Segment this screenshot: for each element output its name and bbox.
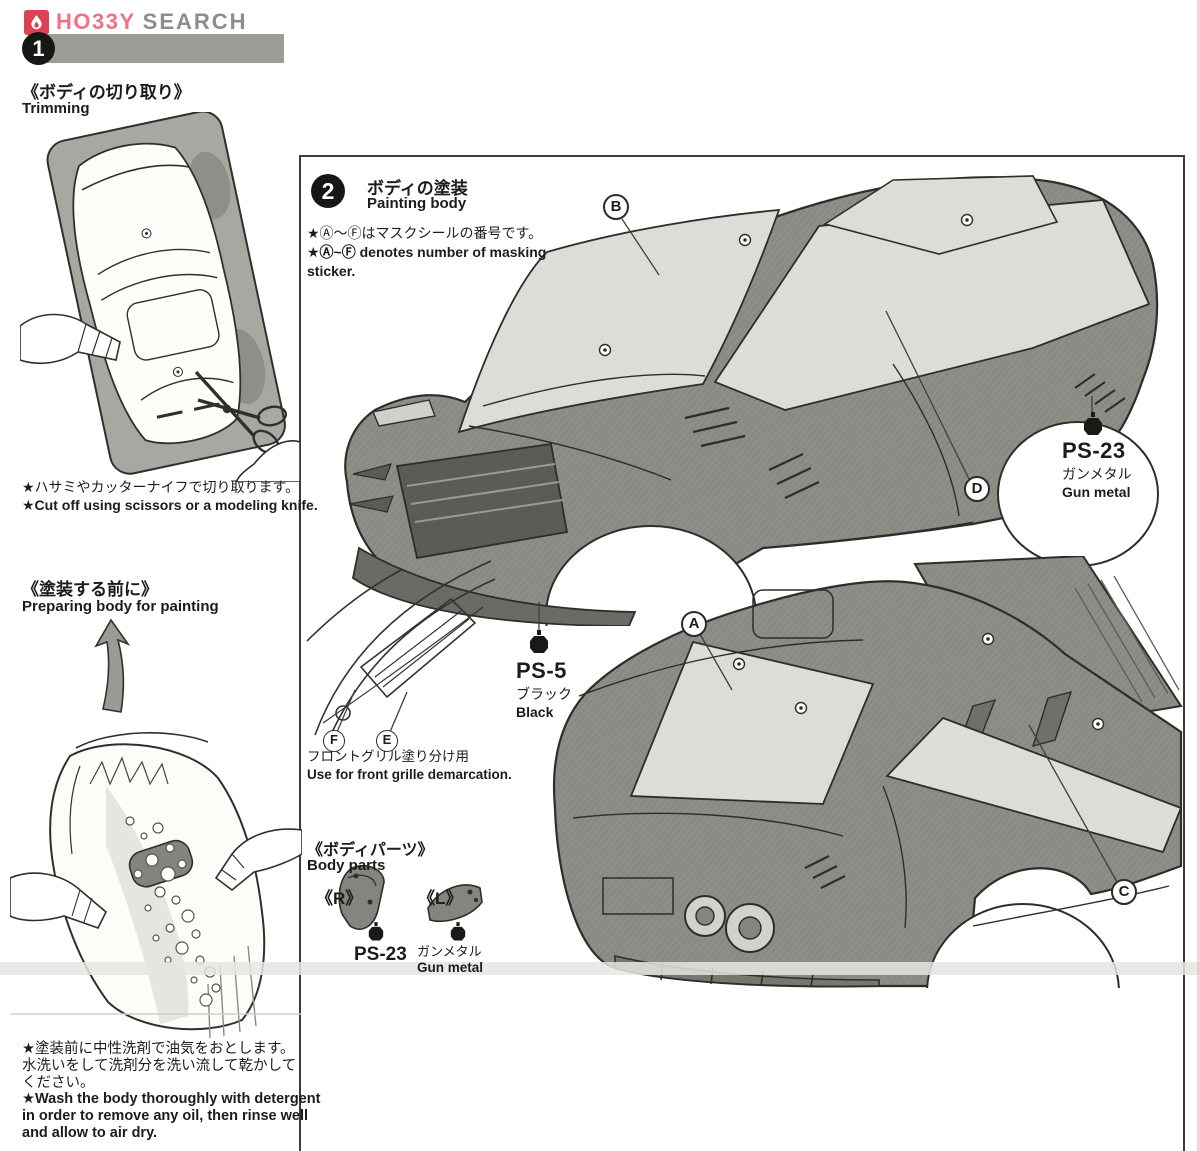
windshield-mask-b xyxy=(457,208,781,434)
paint-name-en: Gun metal xyxy=(1062,484,1131,500)
prep-note: ★塗装前に中性洗剤で油気をおとします。 水洗いをして洗剤分を洗い流して乾かして … xyxy=(22,1041,320,1142)
marker-b: B xyxy=(603,194,629,220)
paint-code: PS-23 xyxy=(1062,438,1126,463)
prep-title-jp: 《塗装する前に》 xyxy=(22,580,158,599)
prep-note-en3: and allow to air dry. xyxy=(22,1124,158,1141)
side-window-mask-d xyxy=(713,199,1151,411)
paint-name-jp: ブラック xyxy=(516,686,572,702)
paint-name-parts: ガンメタル Gun metal xyxy=(417,941,483,975)
brand-hobby: HO33Y xyxy=(56,9,136,34)
label-right: 《R》 xyxy=(316,889,363,908)
mirror-part-right xyxy=(338,865,385,930)
spray-can-icon xyxy=(530,630,548,653)
deck-lines xyxy=(572,639,864,837)
water-arrow xyxy=(94,618,131,713)
step1-header-bar xyxy=(30,34,284,63)
step2-title-jp: ボディの塗装 xyxy=(367,179,468,198)
taillight-right xyxy=(725,903,775,953)
marker-e: E xyxy=(376,730,398,752)
step1-note-jp: ★ハサミやカッターナイフで切り取ります。 xyxy=(22,479,300,495)
washing-illustration xyxy=(10,618,302,1039)
step1-title-jp: 《ボディの切り取り》 xyxy=(22,83,191,102)
masking-note-en1: ★Ⓐ~Ⓕ denotes number of masking xyxy=(307,244,547,260)
backing-sheet xyxy=(46,112,286,475)
step2-number-badge: 2 xyxy=(311,174,345,208)
scan-edge-strip xyxy=(1197,0,1200,1151)
scan-stripe xyxy=(0,962,1200,975)
rear-window-mask-a xyxy=(629,640,875,805)
plate-recess xyxy=(602,877,674,915)
headlight xyxy=(372,399,436,427)
masking-note-jp: ★Ⓐ～Ⓕはマスクシールの番号です。 xyxy=(307,225,543,241)
paint-name-en: Gun metal xyxy=(417,960,484,975)
paint-name-en: Black xyxy=(516,704,554,720)
side-window-mask-c xyxy=(885,716,1183,854)
front-splitter xyxy=(352,546,637,626)
prep-note-jp2: 水洗いをして洗剤分を洗い流して乾かして xyxy=(22,1057,297,1074)
paint-name-jp: ガンメタル xyxy=(417,944,482,959)
hood-creases xyxy=(468,373,706,481)
mirror-part-left xyxy=(427,884,483,922)
taillight-left xyxy=(684,895,726,937)
brand-search: SEARCH xyxy=(142,9,248,34)
door-lines xyxy=(762,363,974,549)
step2-panel xyxy=(299,155,1185,1151)
spray-can-icon xyxy=(1084,412,1102,435)
grille-note-jp: フロントグリル塗り分け用 xyxy=(307,749,469,764)
grille-inset-illustration xyxy=(306,560,496,740)
car-rear-bottom-illustration xyxy=(552,556,1183,988)
roof-hatch xyxy=(752,589,834,639)
prep-note-en2: in order to remove any oil, then rinse w… xyxy=(22,1108,309,1125)
left-hand xyxy=(10,872,107,929)
body-pins xyxy=(732,632,1105,731)
grille-slats xyxy=(406,463,564,523)
flame-icon xyxy=(24,9,49,35)
prep-note-jp3: ください。 xyxy=(22,1074,95,1091)
paint-label-ps23-top: PS-23 ガンメタル Gun metal xyxy=(1062,438,1132,500)
spray-can-icon xyxy=(368,922,384,941)
prep-note-jp1: ★塗装前に中性洗剤で油気をおとします。 xyxy=(22,1041,295,1057)
fender-louvers xyxy=(1074,373,1126,413)
car-front-top-illustration xyxy=(344,175,1159,626)
grille-note-en: Use for front grille demarcation. xyxy=(307,766,512,782)
front-grille xyxy=(395,442,569,560)
hood-vents xyxy=(684,406,746,448)
side-vents xyxy=(768,453,820,499)
body-parts-title-en: Body parts xyxy=(307,857,386,874)
side-vents xyxy=(804,855,846,889)
prep-note-en1: ★Wash the body thoroughly with detergent xyxy=(22,1091,321,1108)
masking-note-en2: sticker. xyxy=(307,263,356,279)
right-hand xyxy=(235,440,300,482)
brand-logo: HO33Y SEARCH xyxy=(24,8,248,36)
trimming-illustration xyxy=(20,112,300,482)
body-parts-title-jp: 《ボディパーツ》 xyxy=(307,842,434,859)
paint-code-parts: PS-23 xyxy=(354,944,407,965)
marker-a: A xyxy=(681,611,707,637)
masking-note: ★Ⓐ～Ⓕはマスクシールの番号です。 ★Ⓐ~Ⓕ denotes number of… xyxy=(307,224,546,281)
spray-can-icon xyxy=(450,922,466,941)
marker-f: F xyxy=(323,730,345,752)
door-lines xyxy=(882,785,1170,929)
label-left: 《L》 xyxy=(418,889,463,908)
prep-title-en: Preparing body for painting xyxy=(22,598,219,615)
body-pins xyxy=(598,213,974,357)
step2-title-en: Painting body xyxy=(367,195,467,212)
step1-number-badge: 1 xyxy=(22,32,55,65)
grille-note: フロントグリル塗り分け用 Use for front grille demarc… xyxy=(307,748,512,783)
paint-code: PS-5 xyxy=(516,658,567,683)
scissors xyxy=(194,370,288,455)
marker-c: C xyxy=(1111,879,1137,905)
front-canards xyxy=(348,463,394,513)
step1-note-en: ★Cut off using scissors or a modeling kn… xyxy=(22,497,318,513)
paint-name-jp: ガンメタル xyxy=(1062,466,1132,482)
step1-title-en: Trimming xyxy=(22,100,90,117)
paint-label-ps5: PS-5 ブラック Black xyxy=(516,658,572,720)
left-hand xyxy=(20,313,121,365)
marker-d: D xyxy=(964,476,990,502)
step1-note: ★ハサミやカッターナイフで切り取ります。 ★Cut off using scis… xyxy=(22,478,318,514)
wing-hatching xyxy=(1074,575,1180,703)
rear-window-mask xyxy=(823,175,1059,255)
right-hand xyxy=(214,828,302,892)
